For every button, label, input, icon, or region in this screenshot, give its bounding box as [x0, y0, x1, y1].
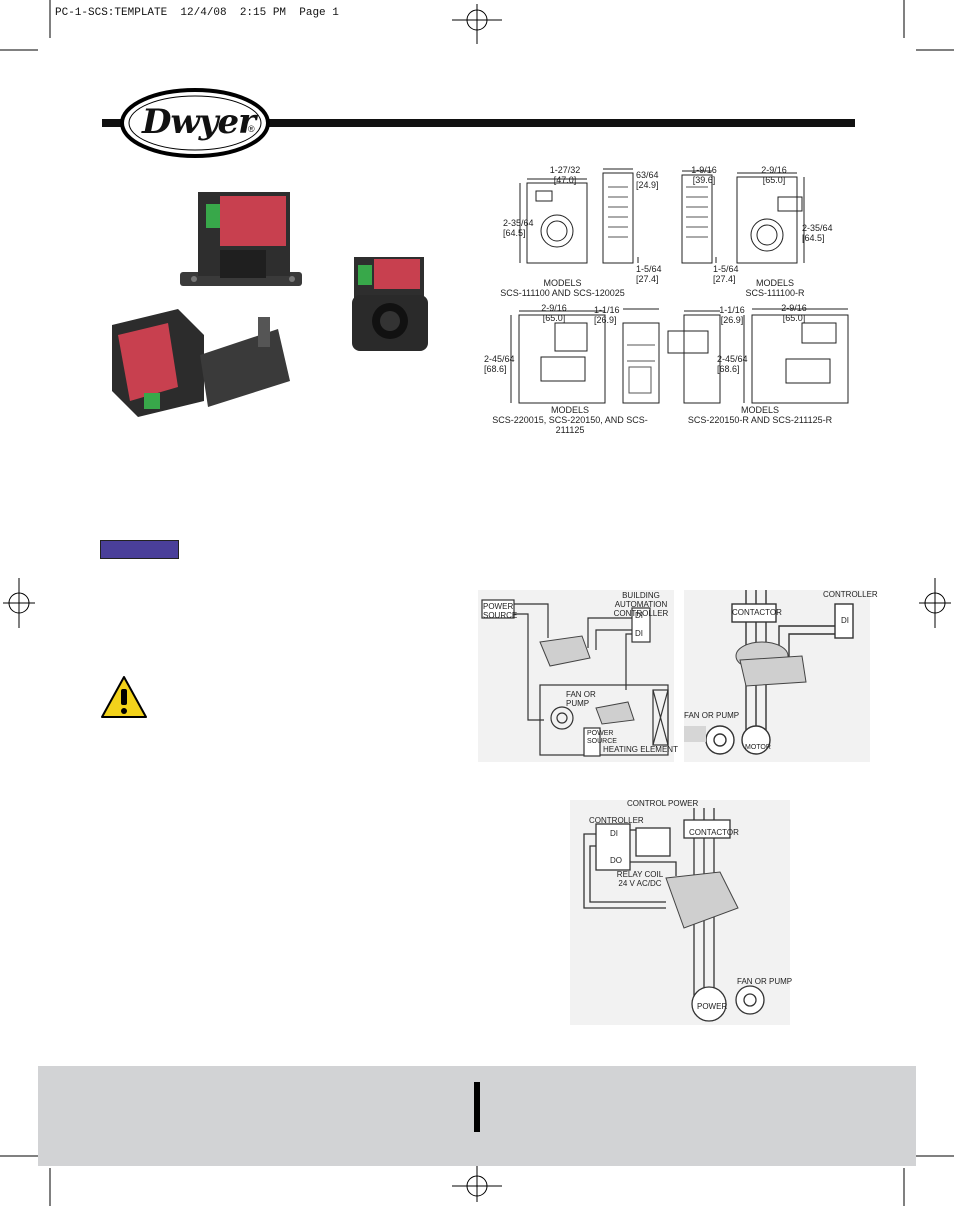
dimension-drawing-4: [667, 308, 849, 404]
dim2-top-right: 2-9/16[65.0]: [761, 165, 787, 185]
dim1-top: 1-27/32[47.0]: [549, 165, 581, 185]
wiring-diagram-1-lines: [481, 599, 669, 757]
dim3-top: 2-9/16[65.0]: [541, 303, 567, 323]
dimension-drawing-1: [519, 168, 639, 264]
dim2-top-left: 1-9/16[39.6]: [691, 165, 717, 185]
dimension-drawing-2: [681, 170, 805, 264]
logo-wordmark: Dwyer: [142, 102, 256, 142]
w1-power-source-2: POWER SOURCE: [587, 730, 617, 745]
header-rule: [102, 119, 855, 127]
registered-mark: ®: [248, 124, 255, 134]
w3-controller: CONTROLLER: [589, 816, 644, 825]
w1-di1: DI: [635, 611, 643, 620]
dim4-top: 2-9/16[65.0]: [781, 303, 807, 323]
product-photo-open: [112, 309, 290, 417]
w2-fan: FAN OR PUMP: [684, 711, 740, 720]
w2-di: DI: [841, 616, 849, 625]
w3-do: DO: [610, 856, 622, 865]
w3-fan: FAN OR PUMP: [737, 977, 793, 986]
w1-bac: BUILDING AUTOMATION CONTROLLER: [613, 591, 669, 618]
w1-fan: FAN OR PUMP: [566, 690, 596, 708]
dim4-side: 2-45/64[68.6]: [717, 354, 748, 374]
product-photo-large: [180, 192, 302, 286]
dim4-depth: 1-1/16[26.9]: [719, 305, 745, 325]
dim3-side: 2-45/64[68.6]: [484, 354, 515, 374]
dim3-depth: 1-1/16[26.9]: [594, 305, 620, 325]
w1-power-source: POWER SOURCE: [483, 602, 518, 620]
dwyer-logo: Dwyer ®: [120, 88, 270, 158]
product-photo-small: [352, 257, 428, 351]
w3-di: DI: [610, 829, 618, 838]
w2-contactor: CONTACTOR: [732, 608, 782, 617]
dim1-depth: 63/64[24.9]: [636, 170, 659, 190]
w2-controller: CONTROLLER: [823, 590, 878, 599]
wiring-diagram-2-lines: [684, 590, 854, 755]
w3-contactor: CONTACTOR: [689, 828, 739, 837]
footer-bar: [474, 1082, 480, 1132]
w1-heating: HEATING ELEMENT: [603, 745, 678, 754]
wiring-diagram-3-lines: [583, 808, 765, 1022]
dim2-side: 2-35/64[64.5]: [802, 223, 833, 243]
dimension-drawing-3: [510, 308, 660, 404]
section-badge: [100, 540, 179, 559]
dim1-base: 1-5/64[27.4]: [636, 264, 662, 284]
w3-control-power: CONTROL POWER: [627, 799, 699, 808]
w1-di2: DI: [635, 629, 643, 638]
w2-motor: MOTOR: [745, 744, 771, 751]
dim2-base: 1-5/64[27.4]: [713, 264, 739, 284]
print-slug: PC-1-SCS:TEMPLATE 12/4/08 2:15 PM Page 1: [55, 7, 339, 19]
dim1-side: 2-35/64[64.5]: [503, 218, 534, 238]
w3-power: POWER: [697, 1002, 728, 1011]
warning-icon: [101, 676, 147, 718]
